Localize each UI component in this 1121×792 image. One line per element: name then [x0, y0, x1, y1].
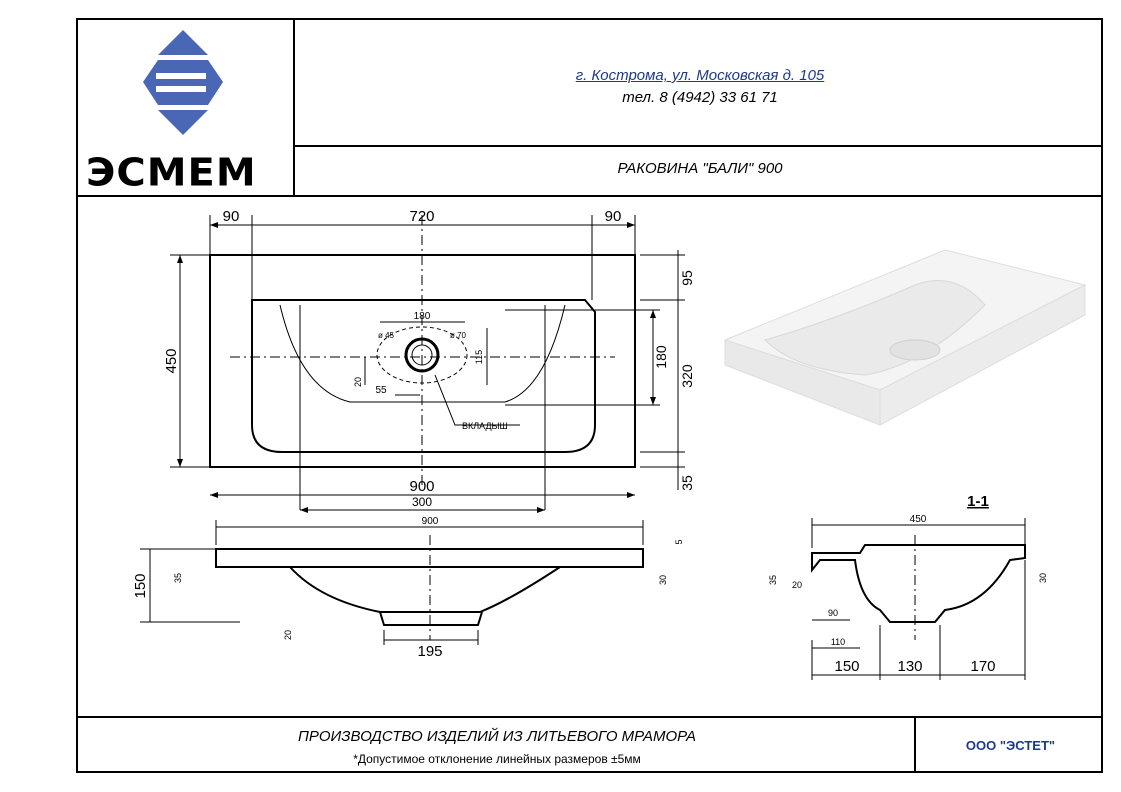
company-name: ООО "ЭСТЕТ" — [965, 738, 1056, 753]
side-dim-30: 30 — [658, 575, 668, 585]
inner-45: ø 45 — [378, 331, 395, 340]
section-dim-30: 30 — [1038, 573, 1048, 583]
logo-top-triangle — [158, 30, 208, 55]
footer-tolerance: *Допустимое отклонение линейных размеров… — [353, 752, 641, 766]
logo-bottom-triangle — [158, 110, 208, 135]
section-dim-110: 110 — [831, 637, 845, 647]
section-dim-35: 35 — [768, 575, 778, 585]
logo-line2 — [156, 86, 206, 92]
side-dim-20: 20 — [283, 630, 293, 640]
product-render — [723, 249, 1087, 426]
address-line2: тел. 8 (4942) 33 61 71 — [622, 89, 778, 106]
header-divider — [293, 18, 295, 196]
address-line1[interactable]: г. Кострома, ул. Московская д. 105 — [575, 67, 825, 84]
drawing-frame — [76, 18, 1103, 773]
logo-text: ЭСМЕМ — [86, 151, 257, 195]
side-dim-35: 35 — [173, 573, 183, 583]
dim-450: 450 — [163, 348, 180, 373]
section-label: 1-1 — [967, 493, 989, 510]
section-dim-90: 90 — [828, 608, 838, 618]
dim-320: 320 — [679, 364, 695, 388]
footer-divider — [914, 716, 916, 773]
dim-300: 300 — [412, 495, 432, 509]
inner-20: 20 — [353, 377, 363, 387]
section-dim-150: 150 — [834, 658, 859, 675]
section-dim-170: 170 — [970, 658, 995, 675]
side-dim-900: 900 — [422, 516, 439, 527]
logo-icon — [143, 30, 223, 135]
inner-55: 55 — [375, 385, 387, 396]
footer-top-line — [76, 716, 1103, 718]
side-dim-150: 150 — [132, 573, 149, 598]
dim-180-right: 180 — [653, 345, 669, 369]
header-bottom-line — [76, 195, 1103, 197]
section-dim-450: 450 — [910, 514, 927, 525]
logo-body — [143, 60, 223, 105]
footer-production: ПРОИЗВОДСТВО ИЗДЕЛИЙ ИЗ ЛИТЬЕВОГО МРАМОР… — [297, 728, 696, 745]
header-row-divider — [293, 145, 1103, 147]
dim-35: 35 — [679, 475, 695, 491]
side-dim-5: 5 — [674, 539, 684, 544]
insert-label: ВКЛАДЫШ — [462, 421, 508, 431]
dim-right-90: 90 — [605, 208, 622, 225]
logo-line1 — [156, 73, 206, 79]
dim-900: 900 — [409, 478, 434, 495]
dim-720: 720 — [409, 208, 434, 225]
inner-70: ø 70 — [450, 331, 467, 340]
inner-180: 180 — [414, 311, 431, 322]
product-title: РАКОВИНА "БАЛИ" 900 — [617, 160, 783, 177]
dim-95: 95 — [679, 270, 695, 286]
side-dim-195: 195 — [417, 643, 442, 660]
section-dim-20: 20 — [792, 580, 802, 590]
section-dim-130: 130 — [897, 658, 922, 675]
dim-left-90: 90 — [223, 208, 240, 225]
inner-115: 115 — [474, 350, 484, 364]
